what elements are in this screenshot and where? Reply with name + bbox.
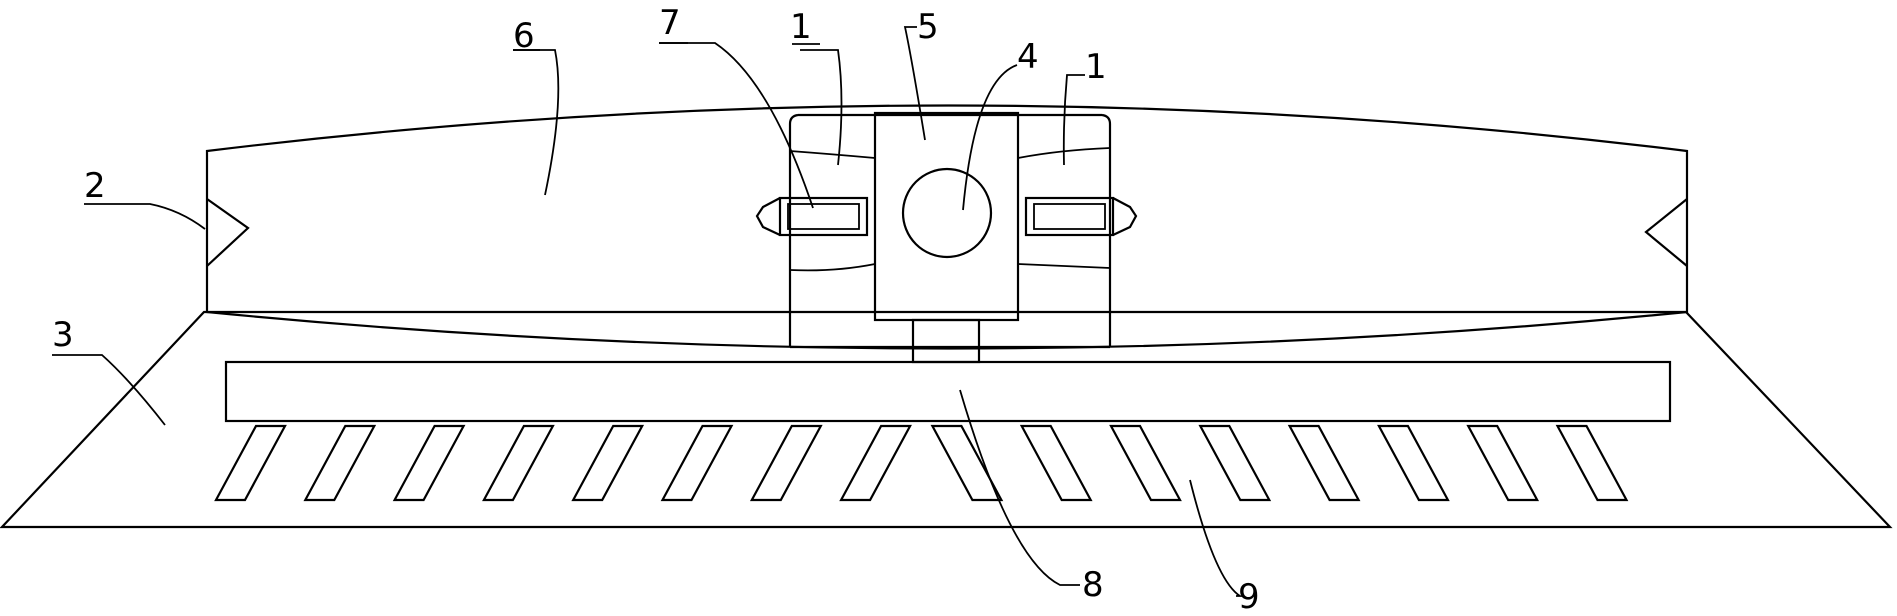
- right-notch: [1644, 198, 1688, 267]
- bristle-slat: [1109, 424, 1182, 502]
- bristle-slat: [660, 424, 734, 502]
- left-pin-inner: [787, 203, 860, 230]
- leader-7: [659, 42, 814, 209]
- label-2: 2: [84, 166, 106, 206]
- bristle-slat: [303, 424, 377, 502]
- central-column: [873, 111, 1020, 322]
- label-3: 3: [52, 315, 74, 355]
- leader-9: [1189, 479, 1244, 597]
- right-pin-tip: [1112, 197, 1138, 236]
- horizontal-bar: [224, 360, 1672, 423]
- label-1-left: 1: [790, 7, 812, 47]
- bristle-slat: [1019, 424, 1093, 502]
- bristle-slat: [392, 424, 466, 502]
- pivot-circle: [901, 167, 993, 259]
- bristle-slat: [482, 424, 555, 502]
- right-pin: [1024, 196, 1115, 237]
- leader-lines: [52, 26, 1244, 597]
- bristle-slat: [749, 424, 823, 502]
- label-6: 6: [513, 16, 535, 56]
- leader-5: [903, 26, 926, 141]
- leader-4: [962, 64, 1018, 211]
- left-pin-tip: [755, 197, 781, 236]
- label-4: 4: [1017, 37, 1039, 77]
- bristle-slat: [571, 424, 645, 502]
- leader-3: [52, 354, 166, 426]
- base-trapezoid: [0, 310, 1893, 529]
- left-pin: [778, 196, 869, 237]
- connector-stem: [911, 318, 981, 364]
- bristle-slat: [839, 424, 912, 502]
- central-frame: [788, 113, 1112, 347]
- bristle-slats: [214, 424, 1629, 502]
- label-8: 8: [1082, 565, 1104, 605]
- frame-inner-curves: [789, 147, 1111, 272]
- upper-body: [205, 104, 1689, 350]
- left-notch: [206, 198, 250, 267]
- label-9: 9: [1238, 577, 1260, 616]
- bristle-slat: [1555, 424, 1629, 502]
- leader-8: [959, 389, 1080, 586]
- leader-6: [513, 49, 560, 196]
- bristle-slat: [1287, 424, 1361, 502]
- label-5: 5: [917, 7, 939, 47]
- label-1-right: 1: [1085, 47, 1107, 87]
- bristle-slat: [930, 424, 1004, 502]
- bristle-slat: [214, 424, 287, 502]
- bristle-slat: [1377, 424, 1450, 502]
- bristle-slat: [1198, 424, 1272, 502]
- leader-2: [84, 203, 206, 230]
- label-7: 7: [659, 3, 681, 43]
- leader-1-left: [800, 49, 843, 166]
- right-pin-inner: [1033, 203, 1106, 230]
- bristle-slat: [1466, 424, 1540, 502]
- leader-1-right: [1062, 74, 1085, 166]
